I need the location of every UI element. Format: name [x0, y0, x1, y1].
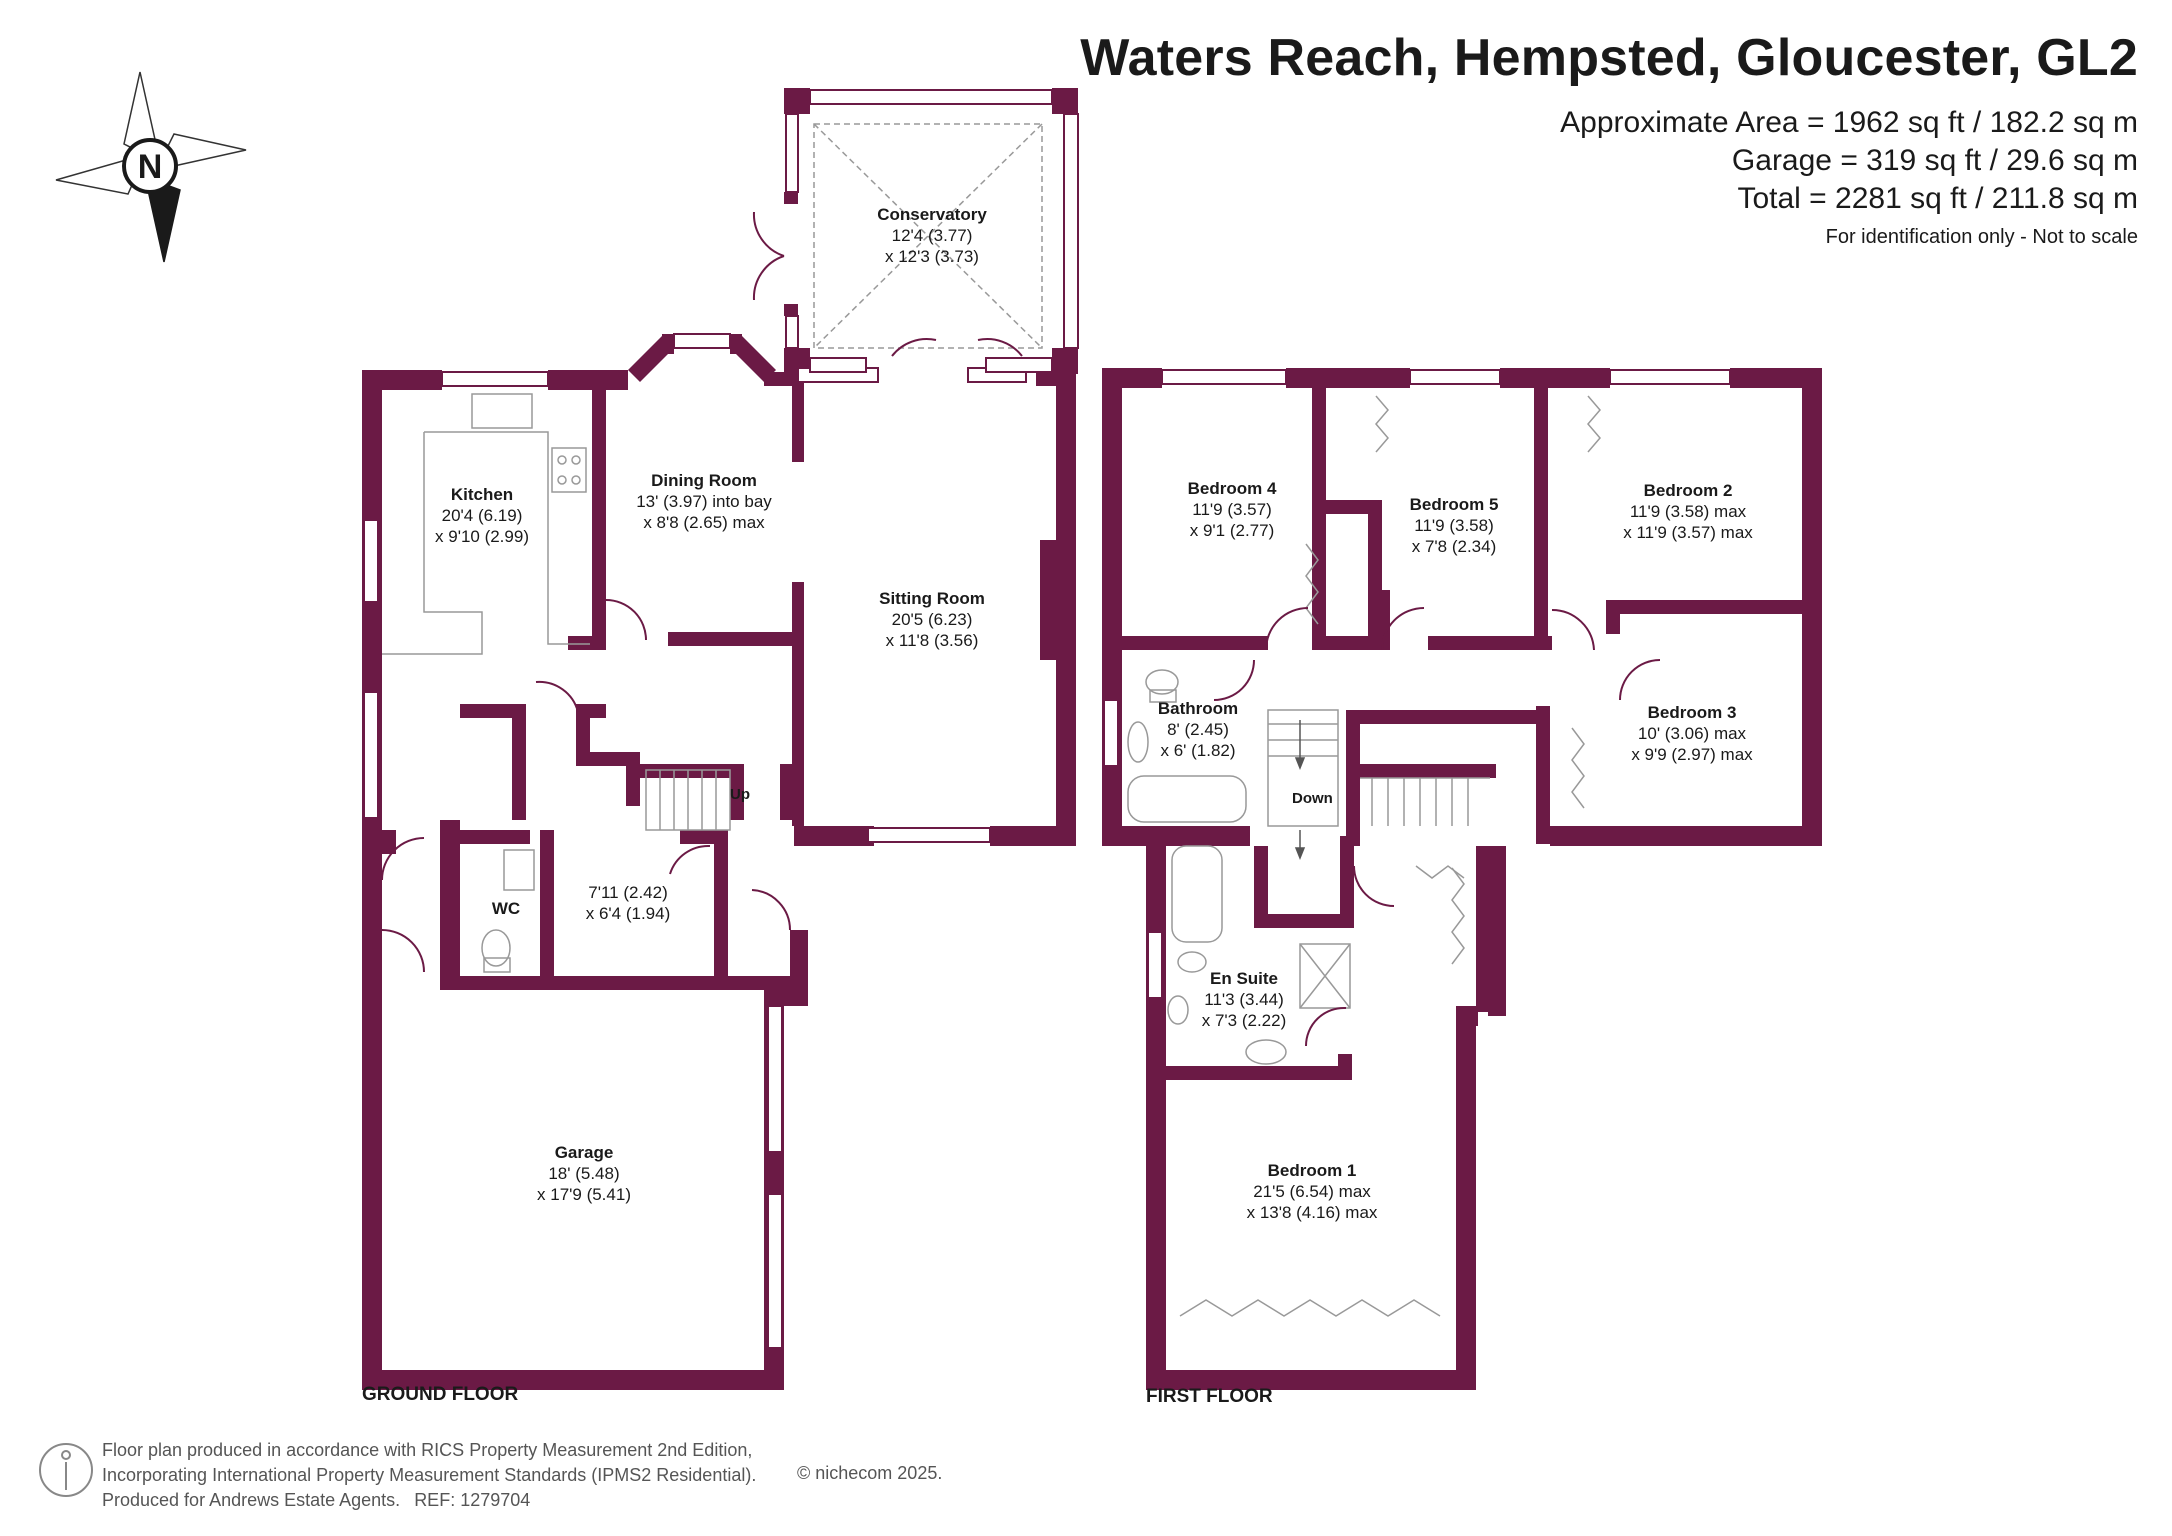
person-icon: [39, 1443, 93, 1497]
door-swings: [381, 211, 1661, 1047]
reference-number: REF: 1279704: [414, 1490, 531, 1510]
room-en-suite: En Suite 11'3 (3.44) x 7'3 (2.22): [1201, 969, 1287, 1030]
area-total: Total = 2281 sq ft / 211.8 sq m: [1737, 182, 2138, 215]
room-sitting: Sitting Room 20'5 (6.23) x 11'8 (3.56): [879, 589, 985, 650]
room-bathroom: Bathroom 8' (2.45) x 6' (1.82): [1157, 699, 1239, 760]
first-floor-label: FIRST FLOOR: [1146, 1386, 1273, 1407]
area-approximate: Approximate Area = 1962 sq ft / 182.2 sq…: [1560, 106, 2138, 139]
room-bedroom-4: Bedroom 4 11'9 (3.57) x 9'1 (2.77): [1187, 479, 1277, 540]
stairs-up-label: Up: [730, 786, 750, 803]
room-bedroom-1: Bedroom 1 21'5 (6.54) max x 13'8 (4.16) …: [1246, 1161, 1378, 1222]
ground-floor-label: GROUND FLOOR: [362, 1384, 519, 1405]
area-summary: Approximate Area = 1962 sq ft / 182.2 sq…: [1560, 104, 2138, 218]
room-conservatory: Conservatory 12'4 (3.77) x 12'3 (3.73): [877, 205, 987, 266]
room-bedroom-3: Bedroom 3 10' (3.06) max x 9'9 (2.97) ma…: [1631, 703, 1753, 764]
room-utility: 7'11 (2.42) x 6'4 (1.94): [585, 883, 671, 923]
footer-disclaimer: Floor plan produced in accordance with R…: [102, 1440, 757, 1510]
room-bedroom-2: Bedroom 2 11'9 (3.58) max x 11'9 (3.57) …: [1623, 481, 1753, 542]
compass-letter: N: [138, 148, 163, 186]
fixtures: [382, 123, 1601, 1317]
room-bedroom-5: Bedroom 5 11'9 (3.58) x 7'8 (2.34): [1409, 495, 1499, 556]
scale-note: For identification only - Not to scale: [1825, 226, 2138, 248]
compass-icon: N: [55, 71, 247, 263]
copyright-notice: © nichecom 2025.: [797, 1463, 943, 1483]
property-title: Waters Reach, Hempsted, Gloucester, GL2: [1080, 29, 2138, 87]
room-garage: Garage 18' (5.48) x 17'9 (5.41): [537, 1143, 631, 1204]
windows: [363, 89, 1731, 1349]
room-kitchen: Kitchen 20'4 (6.19) x 9'10 (2.99): [435, 485, 529, 546]
stairs-down-label: Down: [1292, 790, 1333, 807]
room-dining: Dining Room 13' (3.97) into bay x 8'8 (2…: [636, 471, 772, 532]
stair-arrows: [1294, 720, 1306, 861]
room-wc: WC: [491, 899, 521, 918]
area-garage: Garage = 319 sq ft / 29.6 sq m: [1731, 144, 2138, 177]
